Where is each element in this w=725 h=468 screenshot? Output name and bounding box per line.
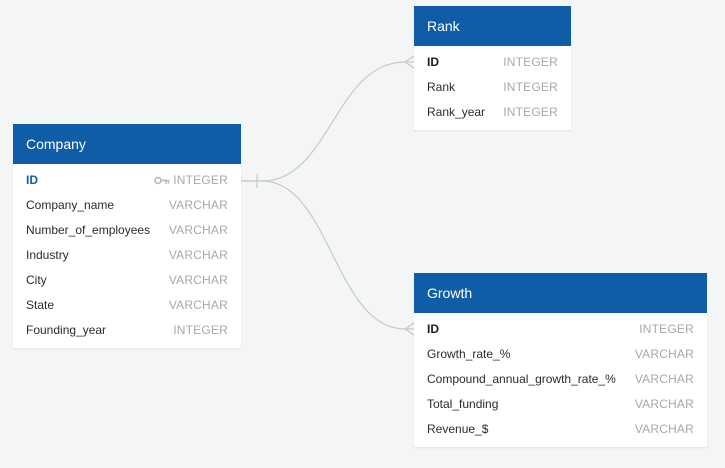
growth-column-row[interactable]: Growth_rate_% VARCHAR <box>414 342 707 367</box>
rank-table-title[interactable]: Rank <box>414 6 571 46</box>
company-column-row[interactable]: Founding_year INTEGER <box>13 318 241 343</box>
rank-column-row[interactable]: Rank INTEGER <box>414 75 571 100</box>
company-column-name: Founding_year <box>26 323 107 337</box>
company-column-row[interactable]: State VARCHAR <box>13 293 241 318</box>
growth-table[interactable]: Growth ID INTEGER Growth_rate_% VARCHAR … <box>414 273 707 447</box>
crowfoot-many-rank-icon <box>404 55 415 69</box>
growth-column-row[interactable]: ID INTEGER <box>414 317 707 342</box>
company-column-row[interactable]: ID INTEGER <box>13 168 241 193</box>
rank-column-row[interactable]: ID INTEGER <box>414 50 571 75</box>
company-column-name: Industry <box>26 248 69 262</box>
rank-column-type: INTEGER <box>503 55 558 69</box>
growth-column-row[interactable]: Total_funding VARCHAR <box>414 392 707 417</box>
company-column-type: VARCHAR <box>168 298 228 312</box>
company-column-type: INTEGER <box>173 323 228 337</box>
company-table-title[interactable]: Company <box>13 124 241 164</box>
primary-key-icon <box>154 176 170 185</box>
rank-column-name: ID <box>427 55 439 69</box>
company-column-type: VARCHAR <box>168 273 228 287</box>
rank-column-row[interactable]: Rank_year INTEGER <box>414 100 571 125</box>
company-table[interactable]: Company ID INTEGER Company_name VARCHAR … <box>13 124 241 348</box>
rank-column-name: Rank_year <box>427 105 486 119</box>
company-column-name: Number_of_employees <box>26 223 151 237</box>
company-column-type: VARCHAR <box>168 223 228 237</box>
company-column-name: State <box>26 298 55 312</box>
growth-column-name: Compound_annual_growth_rate_% <box>427 372 616 386</box>
company-column-name: City <box>26 273 47 287</box>
rank-column-name: Rank <box>427 80 456 94</box>
company-column-row[interactable]: Number_of_employees VARCHAR <box>13 218 241 243</box>
crowfoot-many-growth-icon <box>404 322 415 336</box>
company-column-row[interactable]: Industry VARCHAR <box>13 243 241 268</box>
growth-table-title[interactable]: Growth <box>414 273 707 313</box>
growth-column-name: Revenue_$ <box>427 422 489 436</box>
company-to-growth-connector[interactable] <box>241 180 414 330</box>
company-column-type: VARCHAR <box>168 248 228 262</box>
growth-column-name: Total_funding <box>427 397 499 411</box>
growth-column-type: VARCHAR <box>634 397 694 411</box>
company-column-type: VARCHAR <box>168 198 228 212</box>
company-column-type: INTEGER <box>173 173 228 187</box>
growth-column-row[interactable]: Compound_annual_growth_rate_% VARCHAR <box>414 367 707 392</box>
growth-column-name: Growth_rate_% <box>427 347 511 361</box>
growth-column-type: VARCHAR <box>634 347 694 361</box>
company-column-name: ID <box>26 173 38 187</box>
rank-column-type: INTEGER <box>503 105 558 119</box>
growth-column-type: VARCHAR <box>634 372 694 386</box>
growth-column-row[interactable]: Revenue_$ VARCHAR <box>414 417 707 442</box>
rank-table[interactable]: Rank ID INTEGER Rank INTEGER Rank_year I… <box>414 6 571 130</box>
company-column-row[interactable]: Company_name VARCHAR <box>13 193 241 218</box>
rank-column-type: INTEGER <box>503 80 558 94</box>
company-column-row[interactable]: City VARCHAR <box>13 268 241 293</box>
company-column-name: Company_name <box>26 198 115 212</box>
growth-column-type: VARCHAR <box>634 422 694 436</box>
company-to-rank-connector[interactable] <box>241 61 414 182</box>
growth-column-name: ID <box>427 322 439 336</box>
growth-column-type: INTEGER <box>639 322 694 336</box>
